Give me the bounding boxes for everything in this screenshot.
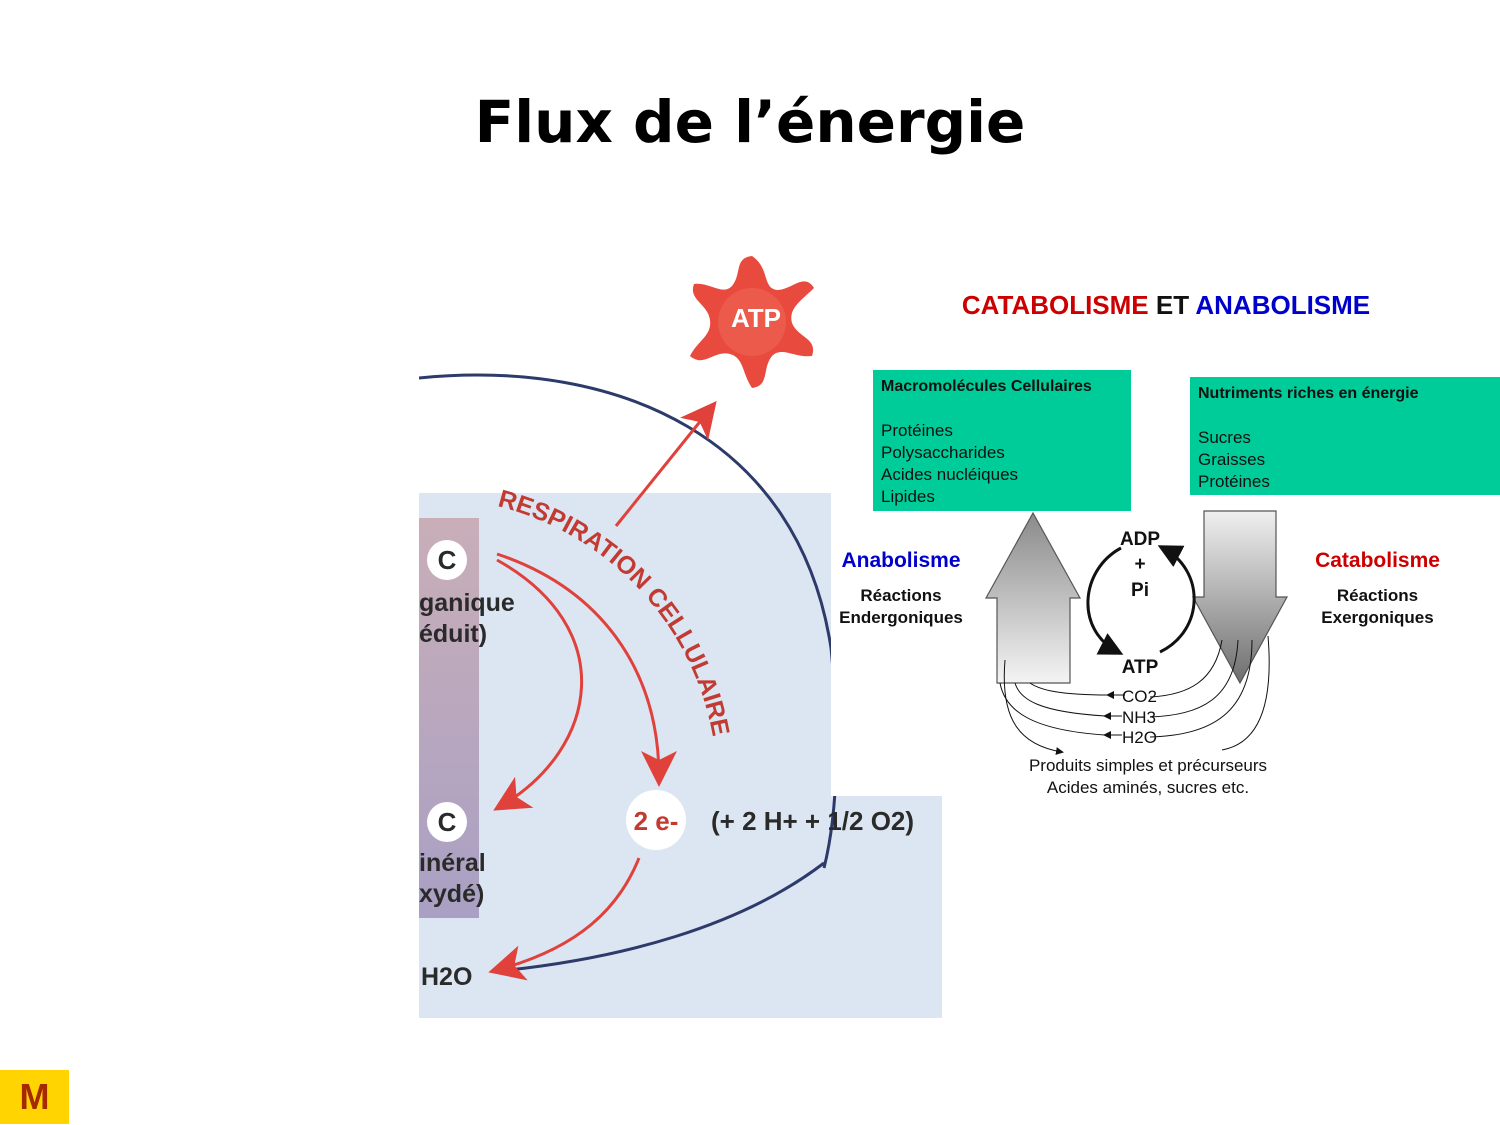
atp-star-icon	[690, 256, 814, 388]
organique-label-1: ganique	[419, 589, 515, 617]
metabolism-title: CATABOLISME ET ANABOLISME	[832, 290, 1500, 321]
macromolecules-box: Macromolécules Cellulaires Protéines Pol…	[873, 370, 1131, 511]
nutrient-item: Protéines	[1198, 472, 1270, 491]
carbon-top-label: C	[438, 545, 457, 575]
atp-arrow	[614, 400, 717, 527]
anabolisme-label: Anabolisme Réactions Endergoniques	[826, 549, 976, 629]
anabolisme-line1: Réactions	[860, 586, 942, 605]
electron-circle	[626, 790, 686, 850]
cell-boundary-arc-lower	[508, 861, 825, 972]
nutrient-item: Graisses	[1198, 450, 1266, 469]
carbon-top-circle	[427, 540, 467, 580]
nutrient-item: Sucres	[1198, 428, 1251, 447]
macromolecule-item: Lipides	[881, 487, 935, 506]
anabolisme-name: Anabolisme	[841, 549, 961, 572]
mineral-label-1: inéral	[419, 849, 486, 877]
catabolisme-line2: Exergoniques	[1321, 608, 1434, 627]
water-label: H2O	[421, 963, 472, 991]
respiration-label: RESPIRATION CELLULAIRE	[495, 485, 734, 739]
catabolisme-label: Catabolisme Réactions Exergoniques	[1300, 549, 1455, 629]
atp-star-label: ATP	[731, 303, 781, 333]
macromolecule-item: Protéines	[881, 421, 953, 440]
title-et: ET	[1148, 290, 1196, 320]
logo-icon: M	[0, 1070, 69, 1124]
electron-label: 2 e-	[634, 806, 679, 836]
catabolisme-name: Catabolisme	[1315, 549, 1440, 572]
anabolisme-line2: Endergoniques	[839, 608, 963, 627]
macromolecules-heading: Macromolécules Cellulaires	[881, 378, 1092, 395]
equation-label: (+ 2 H+ + 1/2 O2)	[711, 806, 914, 836]
catabolisme-line1: Réactions	[1336, 586, 1419, 605]
carbon-bottom-circle	[427, 802, 467, 842]
nutrients-box: Nutriments riches en énergie Sucres Grai…	[1190, 377, 1500, 495]
macromolecule-item: Acides nucléiques	[881, 465, 1019, 484]
mineral-label-2: xydé)	[419, 880, 484, 908]
carbon-bottom-label: C	[438, 807, 457, 837]
nutrients-heading: Nutriments riches en énergie	[1198, 385, 1419, 402]
macromolecule-item: Polysaccharides	[881, 443, 1005, 462]
water-arrow	[488, 857, 641, 981]
title-anabolisme: ANABOLISME	[1195, 290, 1371, 320]
page-title: Flux de l’énergie	[474, 88, 1026, 156]
metabolism-panel	[831, 290, 1500, 796]
organique-label-2: éduit)	[419, 620, 487, 648]
title-catabolisme: CATABOLISME	[961, 290, 1149, 320]
oxidation-arrow	[493, 558, 583, 811]
electron-arrow	[496, 552, 677, 787]
carbon-gradient-bar	[419, 518, 479, 918]
